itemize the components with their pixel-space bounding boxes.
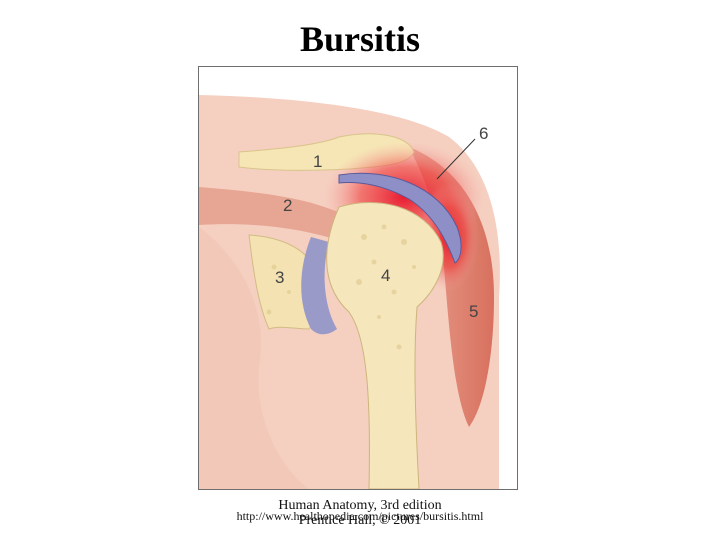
label-2: 2 (283, 196, 292, 215)
caption-publisher: Prentice Hall, © 2001 (0, 513, 720, 529)
shoulder-anatomy-drawing: 1 2 3 4 5 6 (199, 67, 517, 489)
label-4: 4 (381, 266, 390, 285)
label-5: 5 (469, 302, 478, 321)
label-3: 3 (275, 268, 284, 287)
label-6: 6 (479, 124, 488, 143)
label-1: 1 (313, 152, 322, 171)
slide-title: Bursitis (0, 18, 720, 60)
shoulder-illustration: 1 2 3 4 5 6 (198, 66, 518, 490)
